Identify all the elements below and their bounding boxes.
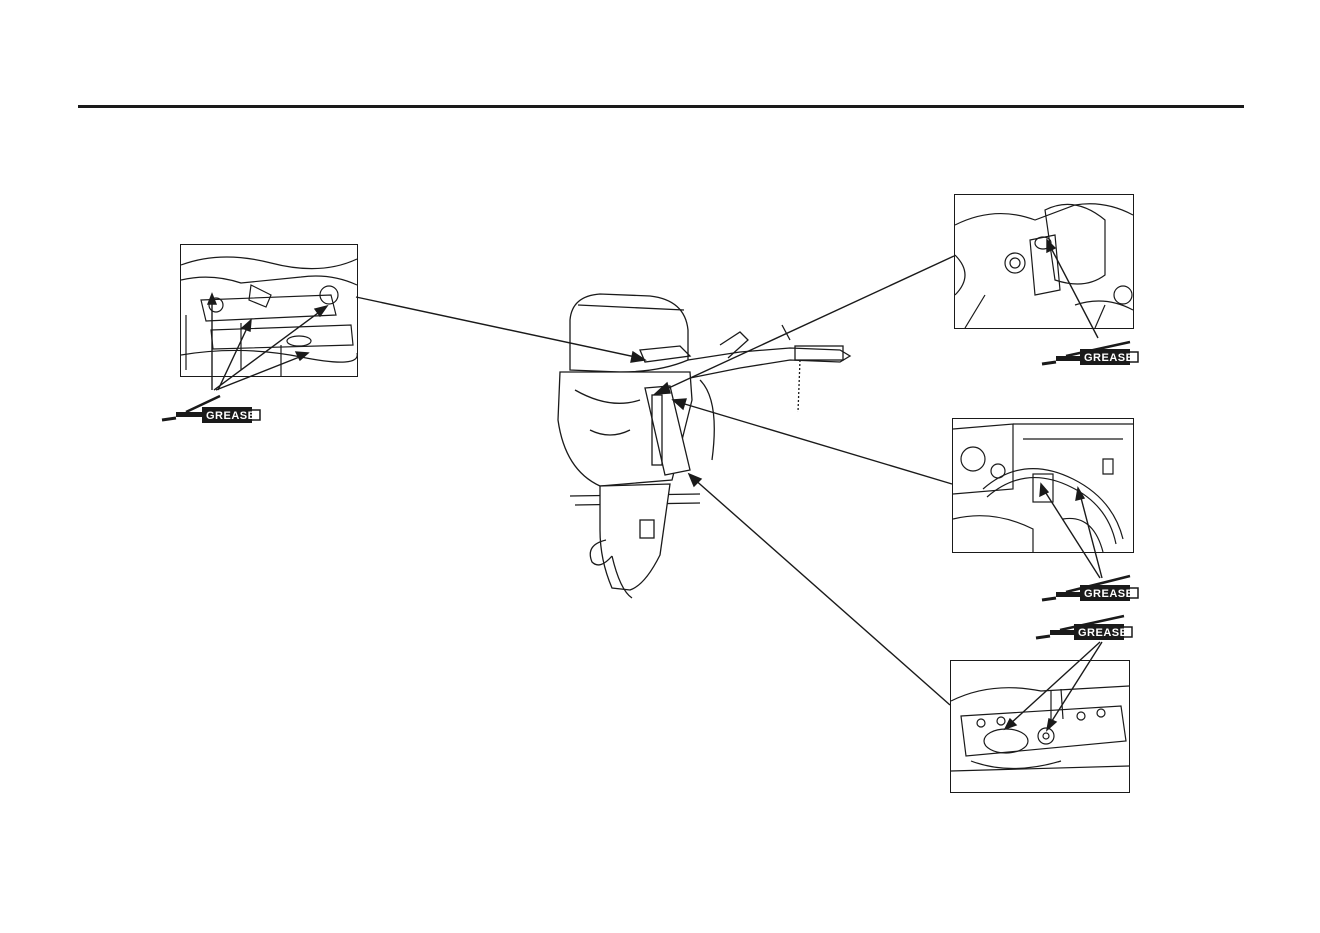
grease-label: GREASE	[1084, 588, 1133, 600]
outboard-motor-drawing	[558, 294, 850, 598]
leader-swivel-middle	[678, 402, 952, 484]
grease-label: GREASE	[1078, 627, 1127, 639]
grease-label: GREASE	[1084, 352, 1133, 364]
grease-gun-icon: GREASE	[1036, 616, 1132, 640]
grease-gun-icon: GREASE	[162, 396, 260, 423]
grease-gun-icon: GREASE	[1042, 342, 1138, 365]
grease-label: GREASE	[206, 410, 255, 422]
leader-tilt-bracket	[693, 478, 950, 705]
leader-swivel-upper	[660, 256, 954, 392]
grease-gun-icon: GREASE	[1042, 576, 1138, 601]
